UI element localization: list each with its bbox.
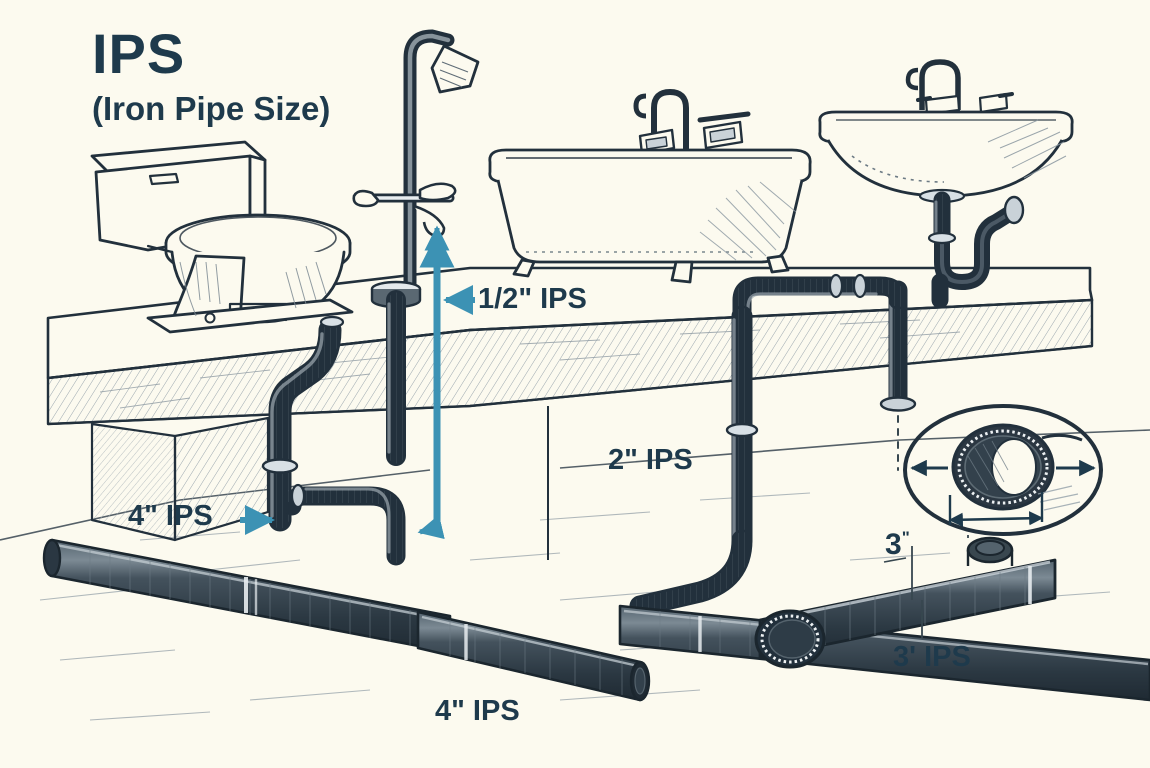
shower-fixture xyxy=(352,29,480,309)
cutaway-pipe-3in xyxy=(754,528,1057,669)
detail-cross-section xyxy=(903,404,1103,536)
label-four-inch-ips-bottom: 4" IPS xyxy=(435,695,520,727)
stack-pipe-2in xyxy=(629,305,759,617)
label-three-value: 3 xyxy=(885,528,902,561)
sink-fixture xyxy=(818,59,1074,204)
main-sewer-branch-4in xyxy=(416,610,651,702)
sink-shading xyxy=(987,119,1067,179)
label-three-inch-tick: 3" xyxy=(885,528,910,562)
right-main-line xyxy=(618,604,1150,702)
label-two-inch-ips: 2" IPS xyxy=(608,444,693,476)
toilet-shading xyxy=(179,261,327,317)
branch-pipe-upper xyxy=(732,273,908,330)
bathtub-shading xyxy=(699,181,797,261)
page-subtitle: (Iron Pipe Size) xyxy=(92,90,331,127)
sink-drain-pipe xyxy=(927,191,1025,309)
label-half-inch-ips: 1/2" IPS xyxy=(478,283,587,315)
supply-guide-line xyxy=(417,225,450,540)
label-three-unit: " xyxy=(901,528,910,547)
u-branch-pipe xyxy=(282,483,406,566)
label-three-ips: 3' IPS xyxy=(893,641,971,673)
shower-drop-pipe xyxy=(386,290,406,466)
page-title: IPS xyxy=(92,22,186,85)
toilet-drop-pipe xyxy=(261,315,345,532)
toilet-fixture xyxy=(90,140,354,334)
label-four-inch-ips-left: 4" IPS xyxy=(128,500,213,532)
bathtub-fixture xyxy=(488,89,812,284)
